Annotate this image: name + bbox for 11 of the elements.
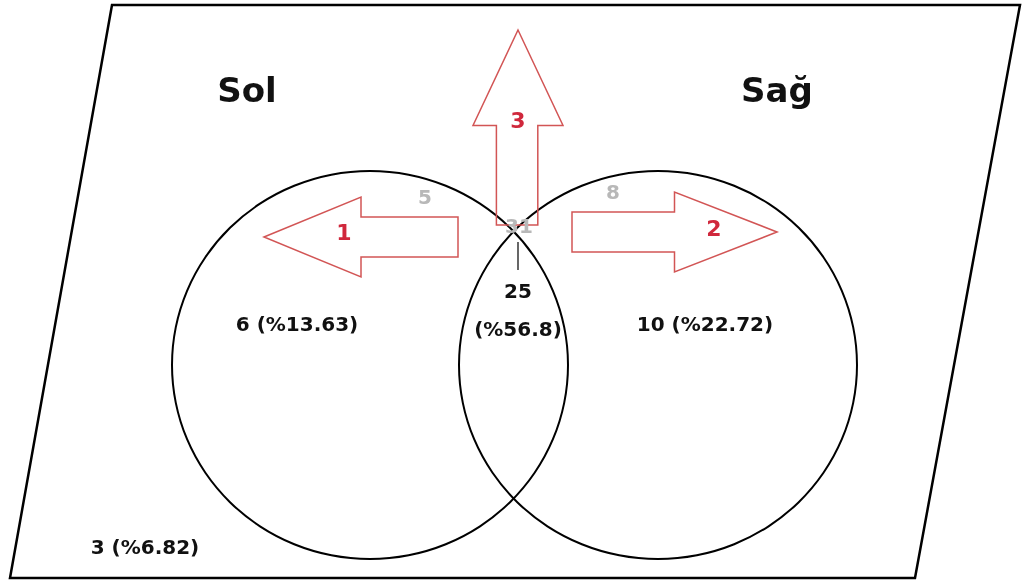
region-count: 6 (%13.63) [234, 312, 360, 336]
region-number: 5 [417, 185, 433, 209]
region-count: 10 (%22.72) [635, 312, 775, 336]
region-count: 3 (%6.82) [89, 535, 201, 559]
region-count: 25 (%56.8) [473, 278, 563, 343]
set-title: Sol [216, 70, 278, 111]
arrow-number: 1 [335, 220, 353, 247]
set-title: Sağ [740, 70, 814, 111]
arrow-number: 2 [705, 216, 723, 243]
arrow-number: 3 [509, 108, 527, 135]
region-number: 8 [605, 180, 621, 204]
